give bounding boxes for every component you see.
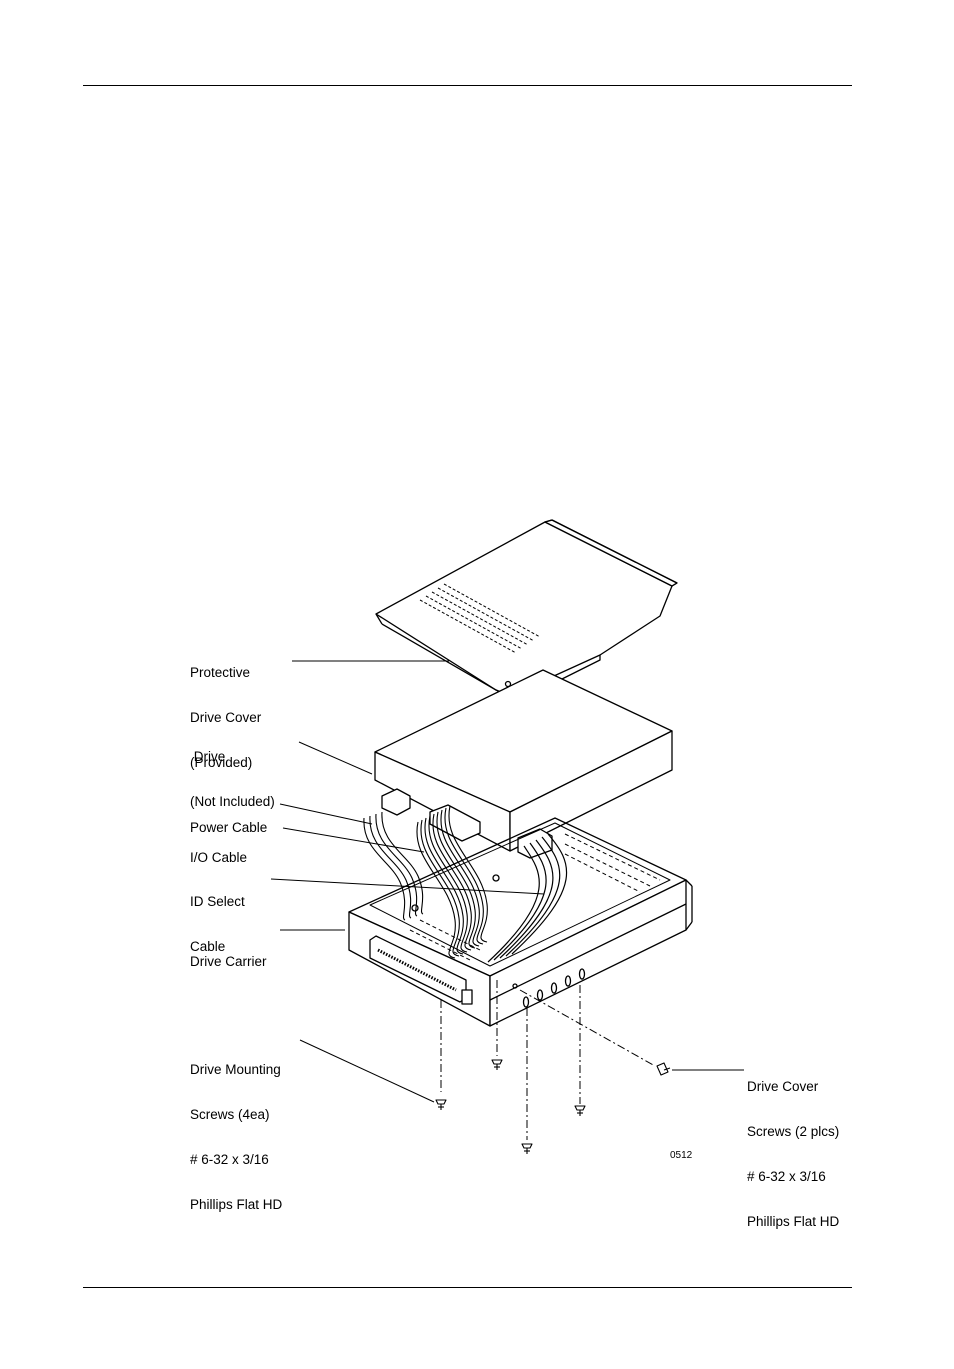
label-line: # 6-32 x 3/16 <box>190 1152 269 1167</box>
label-id-select-cable: ID Select Cable <box>190 864 245 969</box>
label-line: Screws (2 plcs) <box>747 1124 840 1139</box>
label-line: Screws (4ea) <box>190 1107 270 1122</box>
label-line: # 6-32 x 3/16 <box>747 1169 826 1184</box>
label-protective-drive-cover: Protective Drive Cover (Provided) <box>190 635 261 785</box>
label-drive-mounting-screws: Drive Mounting Screws (4ea) # 6-32 x 3/1… <box>190 1032 282 1227</box>
drive-mounting-screws <box>435 1059 586 1154</box>
label-line: I/O Cable <box>190 850 248 865</box>
label-line: (Not Included) <box>190 794 275 809</box>
screw-axis-lines <box>440 980 656 1140</box>
label-line: Cable <box>190 939 226 954</box>
label-line: Power Cable <box>190 820 268 835</box>
label-io-cable: I/O Cable <box>190 820 247 880</box>
leader-lines <box>270 660 744 1103</box>
label-line: Protective <box>190 665 251 680</box>
carrier-connector <box>369 935 473 1005</box>
label-drive: Drive (Not Included) <box>190 719 275 824</box>
power-cable <box>363 811 424 921</box>
label-line: Phillips Flat HD <box>747 1214 840 1229</box>
drive-body <box>374 669 673 852</box>
label-drive-cover-screws: Drive Cover Screws (2 plcs) # 6-32 x 3/1… <box>747 1049 839 1244</box>
figure-id: 0512 <box>670 1150 693 1161</box>
drive-cover-screw <box>656 1062 671 1076</box>
carrier-vent-slots <box>409 833 661 961</box>
io-cable <box>416 805 488 959</box>
protective-drive-cover <box>375 519 678 697</box>
label-drive-carrier: Drive Carrier <box>190 924 267 984</box>
header-rule <box>83 85 852 86</box>
cover-vent-pattern <box>419 583 541 654</box>
carrier-side-holes <box>512 968 586 1008</box>
label-power-cable: Power Cable <box>190 790 267 850</box>
label-line: Drive Mounting <box>190 1062 281 1077</box>
label-line: (Provided) <box>190 755 253 770</box>
footer-rule <box>83 1287 852 1288</box>
label-line: Drive <box>190 749 226 764</box>
drive-carrier <box>348 817 693 1027</box>
label-line: ID Select <box>190 894 245 909</box>
label-line: Phillips Flat HD <box>190 1197 283 1212</box>
label-line: Drive Cover <box>190 710 262 725</box>
id-select-cable <box>487 833 568 963</box>
label-line: Drive Carrier <box>190 954 267 969</box>
label-line: Drive Cover <box>747 1079 819 1094</box>
